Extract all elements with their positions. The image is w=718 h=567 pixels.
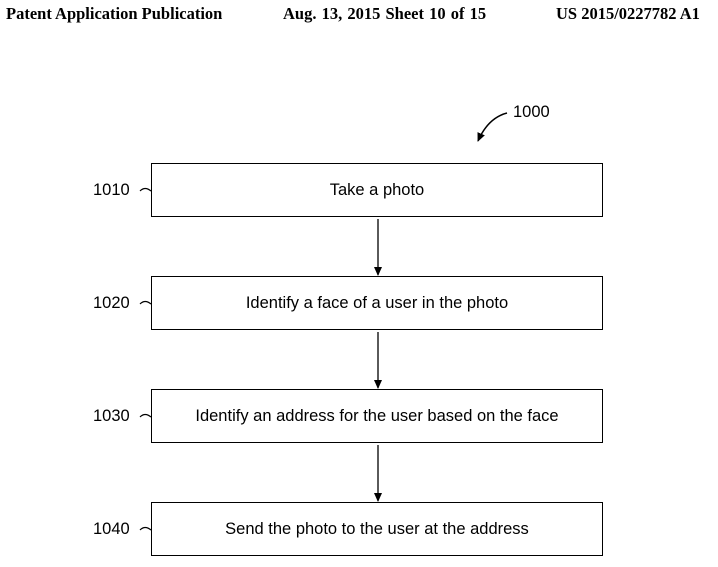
step-ref: 1030 [93,407,130,425]
date-sheet: Aug. 13, 2015 Sheet 10 of 15 [283,4,487,23]
step-box-1020: Identify a face of a user in the photo [151,276,603,330]
step-ref: 1040 [93,520,130,538]
leader-1020 [139,300,152,305]
figure-ref-arrow [477,112,508,142]
step-label: Take a photo [329,180,425,199]
step-ref: 1010 [93,181,130,199]
step-label: Identify a face of a user in the photo [245,293,509,312]
leader-1010 [139,187,152,192]
step-box-1040: Send the photo to the user at the addres… [151,502,603,556]
step-box-1010: Take a photo [151,163,603,217]
leader-1040 [139,526,152,531]
step-box-1030: Identify an address for the user based o… [151,389,603,443]
figure-ref: 1000 [513,103,550,121]
step-label: Send the photo to the user at the addres… [225,519,529,538]
publication-number: US 2015/0227782 A1 [556,4,700,23]
leader-1030 [139,413,152,418]
step-ref: 1020 [93,294,130,312]
publication-title: Patent Application Publication [6,4,223,23]
step-label: Identify an address for the user based o… [195,406,559,425]
